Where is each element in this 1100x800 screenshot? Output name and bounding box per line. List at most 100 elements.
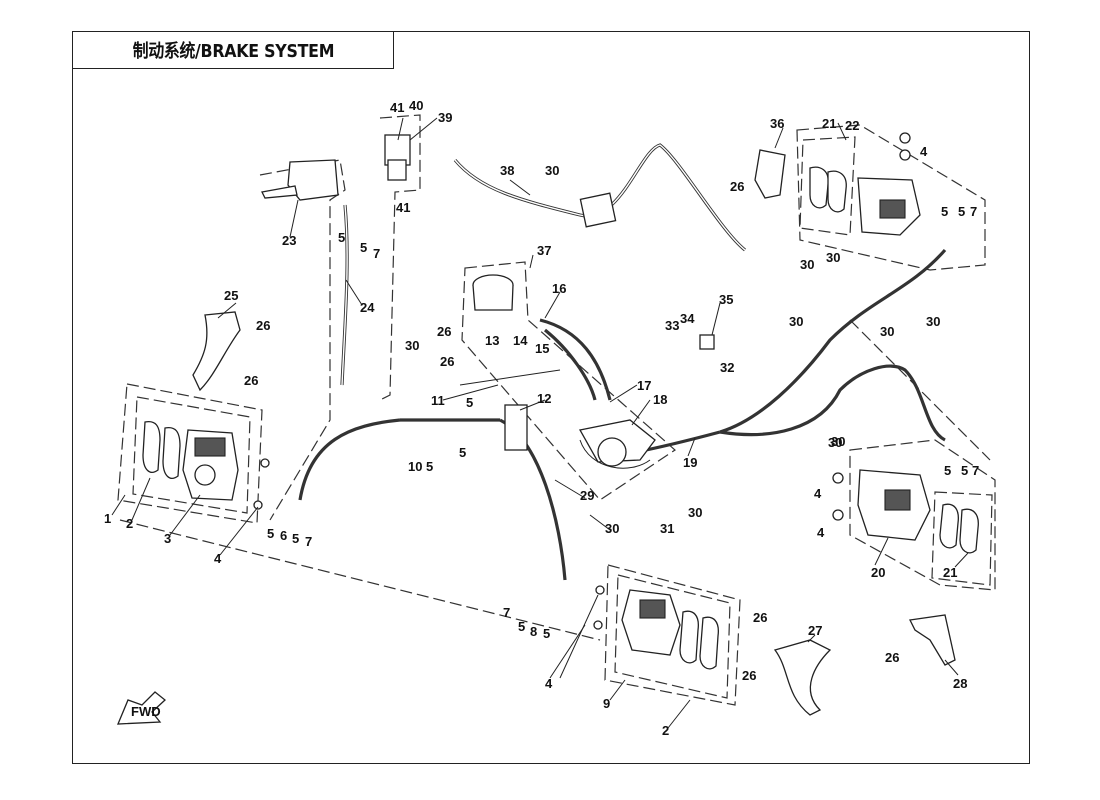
- callout-label: 5: [518, 619, 525, 634]
- callout-label: 25: [224, 288, 238, 303]
- callout-label: 29: [580, 488, 594, 503]
- callout-label: 38: [500, 163, 514, 178]
- callout-label: 1: [104, 511, 111, 526]
- boundary-rear-caliper-bottom: [849, 439, 996, 591]
- callout-label: 30: [688, 505, 702, 520]
- callout-label: 4: [920, 144, 928, 159]
- callout-label: 30: [545, 163, 559, 178]
- callout-label: 26: [742, 668, 756, 683]
- callout-label: 26: [256, 318, 270, 333]
- leader-lines: [111, 117, 969, 729]
- callout-label: 5: [961, 463, 968, 478]
- front-right-caliper-assembly: [593, 585, 719, 670]
- callout-label: 40: [409, 98, 423, 113]
- callout-label: 30: [828, 435, 842, 450]
- callout-label: 5: [958, 204, 965, 219]
- callout-label: 5: [292, 531, 299, 546]
- callout-label: 5: [466, 395, 473, 410]
- callout-label: 26: [885, 650, 899, 665]
- brake-lines: [298, 143, 947, 581]
- callout-label: 26: [440, 354, 454, 369]
- callout-label: 30: [405, 338, 419, 353]
- callout-label: 22: [845, 118, 859, 133]
- callout-label: 9: [603, 696, 610, 711]
- callout-label: 41: [396, 200, 410, 215]
- callout-label: 41: [390, 100, 404, 115]
- callout-label: 31: [660, 521, 674, 536]
- callout-label: 5: [941, 204, 948, 219]
- fwd-arrow-icon: FWD: [117, 691, 166, 725]
- callout-label: 5: [360, 240, 367, 255]
- callout-label: 27: [808, 623, 822, 638]
- rear-bottom-caliper-assembly: [832, 469, 979, 554]
- callout-label: 7: [970, 204, 977, 219]
- callout-label: 7: [503, 605, 510, 620]
- callout-label: 30: [826, 250, 840, 265]
- callout-label: 10: [408, 459, 422, 474]
- callout-label: 26: [730, 179, 744, 194]
- diagram-frame: [72, 31, 1030, 764]
- callout-label: 2: [662, 723, 669, 738]
- boundary-front-left-caliper: [117, 383, 263, 524]
- guard-bottom-center: [773, 639, 832, 716]
- callout-label: 18: [653, 392, 667, 407]
- callout-label: 7: [972, 463, 979, 478]
- callout-label: 7: [305, 534, 312, 549]
- callout-label: 4: [814, 486, 822, 501]
- callout-label: 5: [426, 459, 433, 474]
- callout-label: 5: [267, 526, 274, 541]
- master-cylinder: [287, 159, 339, 201]
- parking-brake-module: [579, 192, 617, 228]
- callout-label: 32: [720, 360, 734, 375]
- callout-label: 33: [665, 318, 679, 333]
- guard-left: [192, 311, 241, 392]
- title-box: 制动系统/BRAKE SYSTEM: [72, 31, 394, 69]
- callout-label: 5: [944, 463, 951, 478]
- boundary-front-right-pads: [614, 574, 731, 699]
- callout-label: 26: [244, 373, 258, 388]
- callout-label: 21: [822, 116, 836, 131]
- callout-label: 17: [637, 378, 651, 393]
- callout-label: 5: [338, 230, 345, 245]
- callout-label: 26: [753, 610, 767, 625]
- callout-label: 8: [530, 624, 537, 639]
- callout-label: 30: [926, 314, 940, 329]
- reservoir-assembly: [472, 274, 715, 467]
- callout-label: 26: [437, 324, 451, 339]
- boundary-rear-pads-top: [799, 136, 856, 236]
- callout-label: 30: [605, 521, 619, 536]
- front-left-caliper-assembly: [142, 420, 270, 510]
- page-title: 制动系统/BRAKE SYSTEM: [132, 41, 334, 62]
- fwd-label: FWD: [131, 704, 161, 719]
- callout-label: 20: [871, 565, 885, 580]
- callout-label: 30: [789, 314, 803, 329]
- boundary-front-right-caliper: [604, 564, 741, 706]
- callout-label: 6: [280, 528, 287, 543]
- callout-label: 36: [770, 116, 784, 131]
- callout-label: 35: [719, 292, 733, 307]
- callout-label: 21: [943, 565, 957, 580]
- callout-label: 37: [537, 243, 551, 258]
- assembly-boundaries: [117, 114, 996, 706]
- callout-label: 5: [543, 626, 550, 641]
- callout-label: 39: [438, 110, 452, 125]
- callout-label: 7: [373, 246, 380, 261]
- callout-label: 3: [164, 531, 171, 546]
- callout-label: 13: [485, 333, 499, 348]
- callout-label: 4: [545, 676, 553, 691]
- callout-label: 4: [214, 551, 222, 566]
- callout-label: 2: [126, 516, 133, 531]
- callout-label: 11: [431, 393, 445, 408]
- callout-label: 23: [282, 233, 296, 248]
- boundary-front-left-pads: [132, 396, 251, 514]
- callout-label: 5: [459, 445, 466, 460]
- brake-pad-left-a: [142, 420, 161, 473]
- callout-label: 30: [800, 257, 814, 272]
- callout-label: 15: [535, 341, 549, 356]
- boundary-rear-pads-bottom: [931, 491, 993, 586]
- guard-bottom-right: [909, 614, 956, 666]
- callout-label: 28: [953, 676, 967, 691]
- callout-label: 34: [680, 311, 695, 326]
- callout-label: 14: [513, 333, 528, 348]
- boundary-reservoir: [461, 261, 676, 501]
